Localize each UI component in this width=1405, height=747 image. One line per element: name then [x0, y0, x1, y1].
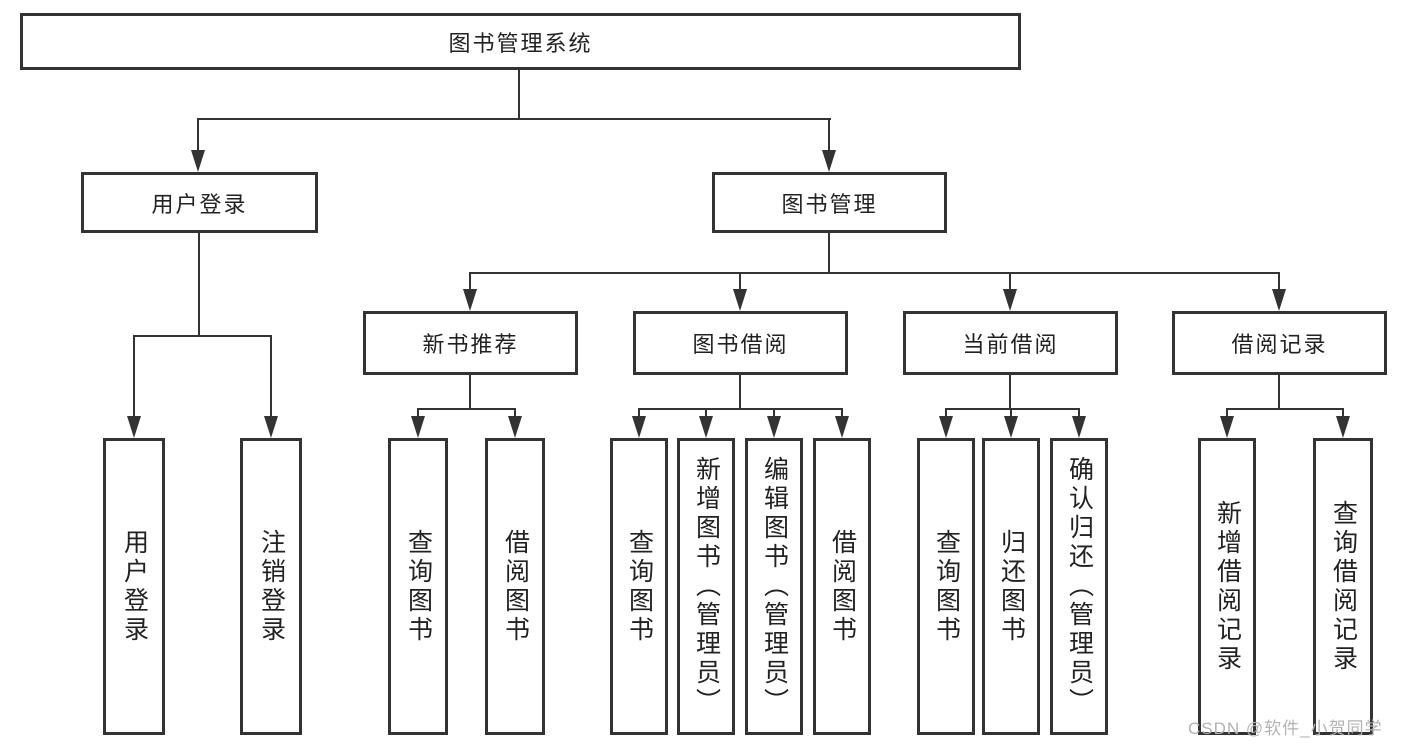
connector-line — [1278, 272, 1280, 301]
leaf-label: 新增借阅记录 — [1213, 499, 1242, 674]
arrow-down-icon — [1220, 416, 1234, 438]
leaf-query-borrow-record: 查询借阅记录 — [1313, 438, 1373, 735]
arrow-down-icon — [767, 416, 781, 438]
leaf-label: 编辑图书（管理员） — [760, 456, 789, 717]
connector-line — [638, 408, 843, 410]
connector-line — [270, 335, 272, 428]
connector-line — [1226, 408, 1343, 410]
connector-line — [518, 70, 520, 118]
leaf-label: 借阅图书 — [828, 528, 857, 645]
connector-line — [1009, 272, 1011, 301]
leaf-label: 查询图书 — [404, 528, 433, 645]
leaf-add-borrow-record: 新增借阅记录 — [1198, 438, 1256, 735]
node-book-borrow: 图书借阅 — [633, 311, 848, 375]
leaf-confirm-return-admin: 确认归还（管理员） — [1050, 438, 1108, 735]
leaf-query-books-borrow: 查询图书 — [610, 438, 668, 735]
arrow-down-icon — [1272, 289, 1286, 311]
connector-line — [469, 272, 1280, 274]
connector-line — [828, 233, 830, 272]
arrow-down-icon — [939, 416, 953, 438]
node-label: 用户登录 — [151, 191, 248, 217]
arrow-down-icon — [1336, 416, 1350, 438]
arrow-down-icon — [835, 416, 849, 438]
connector-line — [469, 272, 471, 301]
connector-line — [739, 375, 741, 408]
leaf-return-books: 归还图书 — [982, 438, 1040, 735]
leaf-label: 用户登录 — [120, 528, 149, 645]
connector-line — [197, 118, 199, 162]
connector-line — [828, 118, 830, 162]
leaf-query-books-recommend: 查询图书 — [388, 438, 448, 735]
arrow-down-icon — [463, 289, 477, 311]
arrow-down-icon — [699, 416, 713, 438]
connector-line — [739, 272, 741, 301]
connector-line — [198, 233, 200, 335]
arrow-down-icon — [191, 150, 205, 172]
arrow-down-icon — [1003, 289, 1017, 311]
arrow-down-icon — [508, 416, 522, 438]
arrow-down-icon — [264, 416, 278, 438]
leaf-edit-books-admin: 编辑图书（管理员） — [745, 438, 803, 735]
leaf-label: 确认归还（管理员） — [1065, 456, 1094, 717]
arrow-down-icon — [733, 289, 747, 311]
leaf-label: 查询图书 — [625, 528, 654, 645]
connector-line — [1278, 375, 1280, 408]
leaf-label: 借阅图书 — [501, 528, 530, 645]
leaf-user-login: 用户登录 — [103, 438, 165, 735]
arrow-down-icon — [822, 150, 836, 172]
node-book-management: 图书管理 — [712, 172, 947, 233]
connector-line — [417, 408, 516, 410]
node-new-book-recommend: 新书推荐 — [363, 311, 578, 375]
leaf-label: 查询图书 — [932, 528, 961, 645]
node-label: 新书推荐 — [422, 332, 519, 357]
arrow-down-icon — [411, 416, 425, 438]
leaf-logout: 注销登录 — [240, 438, 302, 735]
connector-line — [1009, 375, 1011, 408]
connector-line — [133, 335, 272, 337]
connector-line — [133, 335, 135, 428]
connector-line — [469, 375, 471, 408]
csdn-watermark: CSDN @软件_小贺同学 — [1188, 719, 1383, 738]
arrow-down-icon — [1004, 416, 1018, 438]
node-label: 借阅记录 — [1231, 332, 1328, 357]
node-label: 图书管理 — [781, 191, 878, 217]
leaf-borrow-books: 借阅图书 — [813, 438, 871, 735]
leaf-label: 归还图书 — [997, 528, 1026, 645]
leaf-label: 新增图书（管理员） — [692, 456, 721, 717]
node-borrow-records: 借阅记录 — [1172, 311, 1387, 375]
leaf-label: 注销登录 — [257, 528, 286, 645]
node-label: 当前借阅 — [962, 332, 1059, 357]
leaf-borrow-books-recommend: 借阅图书 — [485, 438, 545, 735]
arrow-down-icon — [1072, 416, 1086, 438]
arrow-down-icon — [127, 416, 141, 438]
node-user-login: 用户登录 — [81, 172, 318, 233]
leaf-add-books-admin: 新增图书（管理员） — [677, 438, 735, 735]
node-label: 图书借阅 — [692, 332, 789, 357]
node-label: 图书管理系统 — [448, 30, 593, 56]
arrow-down-icon — [632, 416, 646, 438]
connector-line — [197, 118, 831, 120]
node-current-borrow: 当前借阅 — [903, 311, 1118, 375]
node-library-management-system: 图书管理系统 — [20, 13, 1021, 70]
leaf-label: 查询借阅记录 — [1329, 499, 1358, 674]
connector-line — [945, 408, 1080, 410]
leaf-query-books-current: 查询图书 — [917, 438, 975, 735]
